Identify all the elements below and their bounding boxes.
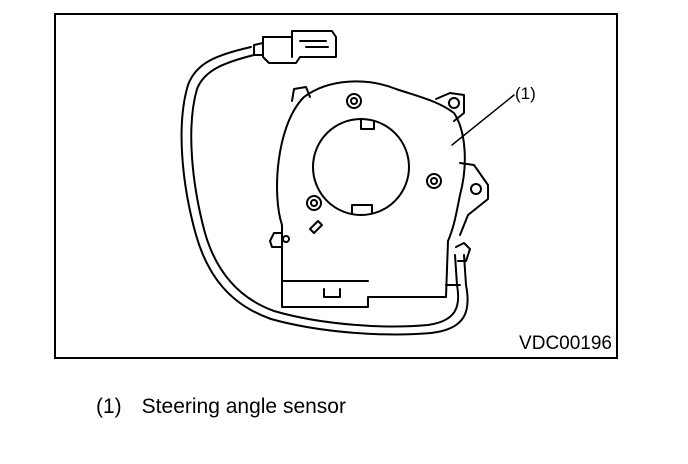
right-flange bbox=[435, 92, 465, 122]
legend-number: (1) bbox=[96, 395, 122, 418]
connector-body bbox=[262, 30, 337, 64]
center-bore bbox=[312, 118, 410, 216]
figure-frame: (1) VDC00196 bbox=[54, 13, 618, 359]
left-lower-tab bbox=[269, 232, 283, 248]
wire-harness-outer bbox=[180, 46, 469, 336]
steering-angle-sensor-drawing bbox=[180, 30, 515, 336]
wire-harness-inner bbox=[190, 54, 460, 328]
sensor-housing bbox=[276, 80, 466, 308]
right-bracket bbox=[459, 162, 489, 236]
callout-leader bbox=[451, 94, 515, 146]
legend: (1) Steering angle sensor bbox=[96, 395, 346, 419]
legend-text: Steering angle sensor bbox=[141, 395, 346, 418]
callout-label: (1) bbox=[515, 84, 536, 103]
figure-code: VDC00196 bbox=[519, 333, 612, 354]
top-left-tab bbox=[291, 86, 311, 102]
